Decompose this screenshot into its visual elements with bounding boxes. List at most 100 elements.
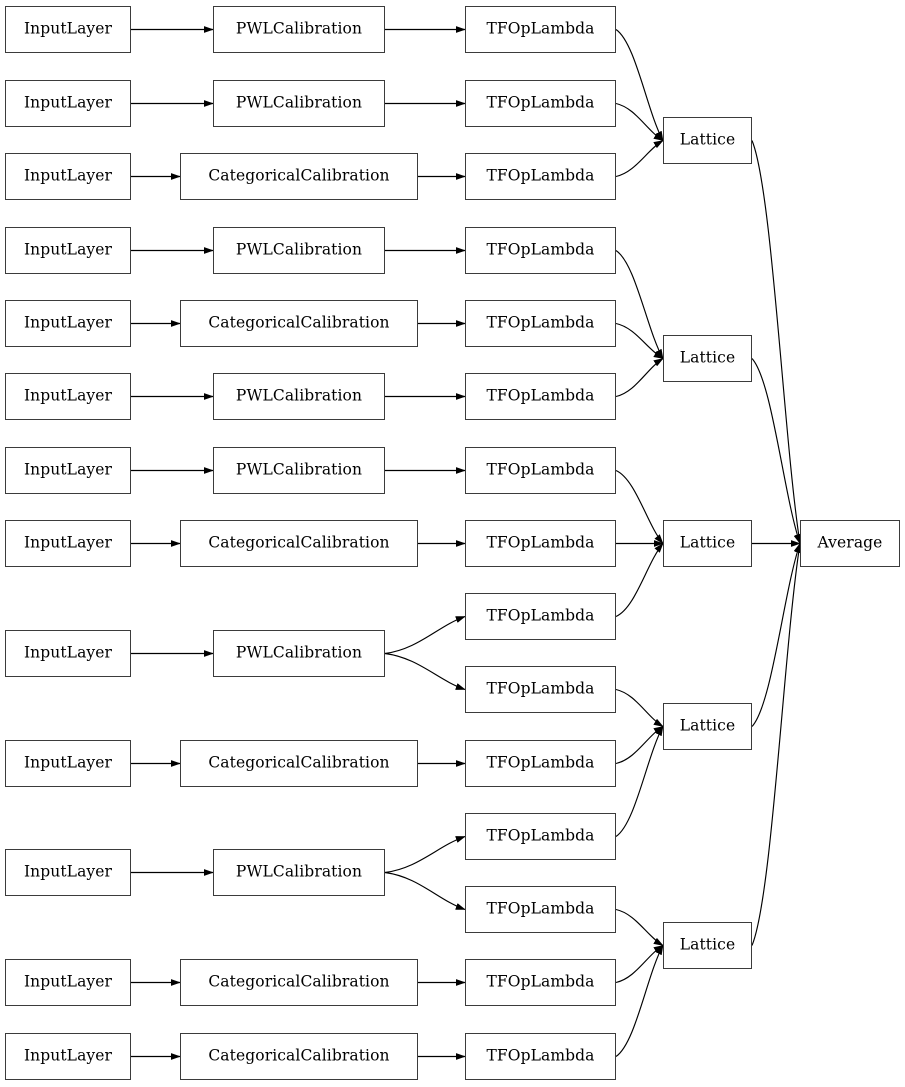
node-categoricalcalibration-cal8: CategoricalCalibration	[180, 520, 418, 567]
node-label: CategoricalCalibration	[208, 533, 390, 552]
node-label: TFOpLambda	[486, 19, 595, 38]
node-tfoplambda-lam4: TFOpLambda	[465, 227, 616, 274]
node-tfoplambda-lam10: TFOpLambda	[465, 666, 616, 713]
node-lattice-lat2: Lattice	[663, 335, 752, 382]
node-label: PWLCalibration	[235, 240, 363, 259]
edge-lam1-to-lat1	[615, 29, 664, 142]
node-label: TFOpLambda	[486, 386, 595, 405]
node-tfoplambda-lam3: TFOpLambda	[465, 153, 616, 200]
edge-cal11-to-lam12	[384, 835, 466, 874]
edge-lam6-to-lat2	[615, 358, 664, 398]
node-label: CategoricalCalibration	[208, 166, 390, 185]
edge-lam5-to-lat2	[615, 322, 664, 359]
node-label: PWLCalibration	[235, 460, 363, 479]
edge-group	[131, 26, 803, 1060]
edge-lam12-to-lat4	[615, 725, 664, 837]
edge-lat2-to-avg	[751, 358, 801, 545]
node-tfoplambda-lam7: TFOpLambda	[465, 447, 616, 494]
node-label: TFOpLambda	[486, 313, 595, 332]
node-label: InputLayer	[23, 972, 113, 991]
node-label: PWLCalibration	[235, 93, 363, 112]
node-lattice-lat1: Lattice	[663, 117, 752, 164]
edge-lam2-to-lat1	[615, 102, 664, 141]
node-label: TFOpLambda	[486, 972, 595, 991]
node-label: InputLayer	[23, 753, 113, 772]
node-label: InputLayer	[23, 93, 113, 112]
edge-lam3-to-lat1	[615, 140, 664, 178]
node-inputlayer-in7: InputLayer	[5, 447, 131, 494]
node-tfoplambda-lam13: TFOpLambda	[465, 886, 616, 933]
edge-lam9-to-lat3	[615, 542, 664, 618]
node-label: TFOpLambda	[486, 1046, 595, 1065]
node-label: TFOpLambda	[486, 460, 595, 479]
node-label: Lattice	[679, 935, 736, 954]
node-label: TFOpLambda	[486, 679, 595, 698]
node-label: CategoricalCalibration	[208, 313, 390, 332]
node-average-avg: Average	[800, 520, 900, 567]
node-label: InputLayer	[23, 862, 113, 881]
node-inputlayer-in5: InputLayer	[5, 300, 131, 347]
node-tfoplambda-lam11: TFOpLambda	[465, 740, 616, 787]
node-label: InputLayer	[23, 643, 113, 662]
edge-lam14-to-lat5	[615, 945, 664, 984]
edge-lat4-to-avg	[751, 542, 801, 727]
node-tfoplambda-lam5: TFOpLambda	[465, 300, 616, 347]
node-pwlcalibration-cal9: PWLCalibration	[213, 630, 385, 677]
node-categoricalcalibration-cal13: CategoricalCalibration	[180, 1033, 418, 1080]
node-label: Lattice	[679, 130, 736, 149]
edge-cal11-to-lam13	[384, 871, 466, 911]
node-label: TFOpLambda	[486, 240, 595, 259]
node-label: CategoricalCalibration	[208, 972, 390, 991]
node-categoricalcalibration-cal12: CategoricalCalibration	[180, 959, 418, 1006]
node-pwlcalibration-cal7: PWLCalibration	[213, 447, 385, 494]
node-inputlayer-in10: InputLayer	[5, 740, 131, 787]
edge-lat1-to-avg	[751, 140, 803, 545]
node-tfoplambda-lam9: TFOpLambda	[465, 593, 616, 640]
edge-lam11-to-lat4	[615, 726, 664, 765]
node-label: InputLayer	[23, 166, 113, 185]
node-label: TFOpLambda	[486, 166, 595, 185]
node-pwlcalibration-cal1: PWLCalibration	[213, 6, 385, 53]
node-tfoplambda-lam12: TFOpLambda	[465, 813, 616, 860]
node-inputlayer-in3: InputLayer	[5, 153, 131, 200]
node-label: PWLCalibration	[235, 862, 363, 881]
node-inputlayer-in12: InputLayer	[5, 959, 131, 1006]
node-tfoplambda-lam8: TFOpLambda	[465, 520, 616, 567]
node-label: PWLCalibration	[235, 643, 363, 662]
node-tfoplambda-lam2: TFOpLambda	[465, 80, 616, 127]
node-tfoplambda-lam14: TFOpLambda	[465, 959, 616, 1006]
node-label: TFOpLambda	[486, 606, 595, 625]
node-categoricalcalibration-cal10: CategoricalCalibration	[180, 740, 418, 787]
node-label: Lattice	[679, 348, 736, 367]
node-pwlcalibration-cal2: PWLCalibration	[213, 80, 385, 127]
node-label: InputLayer	[23, 386, 113, 405]
node-inputlayer-in9: InputLayer	[5, 630, 131, 677]
node-label: Lattice	[679, 533, 736, 552]
node-label: InputLayer	[23, 1046, 113, 1065]
node-inputlayer-in4: InputLayer	[5, 227, 131, 274]
node-lattice-lat4: Lattice	[663, 703, 752, 750]
node-pwlcalibration-cal4: PWLCalibration	[213, 227, 385, 274]
node-label: TFOpLambda	[486, 753, 595, 772]
edge-lam10-to-lat4	[615, 688, 664, 727]
edge-cal9-to-lam10	[384, 652, 466, 691]
node-label: TFOpLambda	[486, 899, 595, 918]
node-tfoplambda-lam15: TFOpLambda	[465, 1033, 616, 1080]
node-label: TFOpLambda	[486, 93, 595, 112]
edge-lam15-to-lat5	[615, 944, 664, 1057]
node-label: CategoricalCalibration	[208, 753, 390, 772]
node-label: CategoricalCalibration	[208, 1046, 390, 1065]
node-label: InputLayer	[23, 533, 113, 552]
node-label: TFOpLambda	[486, 826, 595, 845]
edge-lat5-to-avg	[751, 542, 803, 946]
node-label: Lattice	[679, 716, 736, 735]
node-inputlayer-in2: InputLayer	[5, 80, 131, 127]
node-tfoplambda-lam6: TFOpLambda	[465, 373, 616, 420]
node-categoricalcalibration-cal3: CategoricalCalibration	[180, 153, 418, 200]
edge-lam7-to-lat3	[615, 469, 664, 545]
edge-lam13-to-lat5	[615, 908, 664, 946]
node-label: InputLayer	[23, 19, 113, 38]
node-tfoplambda-lam1: TFOpLambda	[465, 6, 616, 53]
